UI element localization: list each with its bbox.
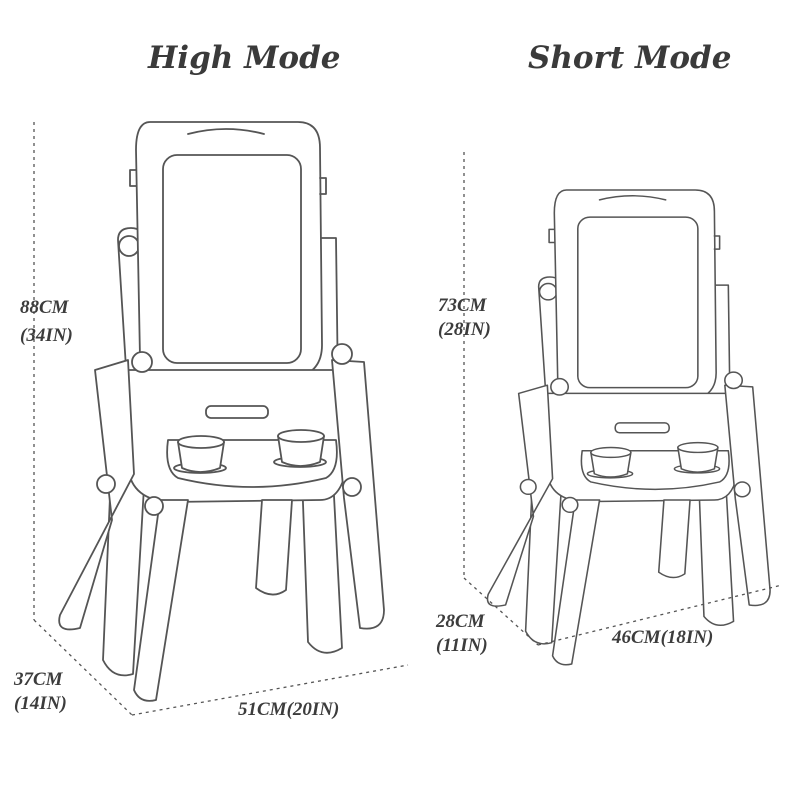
- short-depth-in: (11IN): [436, 635, 488, 656]
- short-height-cm: 73CM: [438, 295, 487, 316]
- short-depth-cm: 28CM: [436, 611, 485, 632]
- high-height-cm: 88CM: [20, 297, 69, 318]
- high-height-label: 88CM (34IN): [20, 296, 73, 348]
- high-width-label: 51CM(20IN): [238, 699, 340, 720]
- high-mode-easel: [58, 121, 385, 702]
- short-depth-line: [463, 577, 539, 646]
- high-depth-in: (14IN): [14, 693, 67, 714]
- high-width-line: [131, 664, 409, 716]
- high-mode-title: High Mode: [148, 40, 341, 76]
- high-height-in: (34IN): [20, 325, 73, 346]
- high-depth-line: [33, 619, 133, 716]
- high-depth-label: 37CM (14IN): [14, 668, 67, 716]
- short-height-label: 73CM (28IN): [438, 294, 491, 342]
- short-height-in: (28IN): [438, 319, 491, 340]
- short-width-label: 46CM(18IN): [612, 627, 714, 648]
- short-mode-easel: [486, 189, 771, 666]
- short-mode-title: Short Mode: [528, 40, 732, 76]
- high-depth-cm: 37CM: [14, 669, 63, 690]
- short-depth-label: 28CM (11IN): [436, 610, 488, 658]
